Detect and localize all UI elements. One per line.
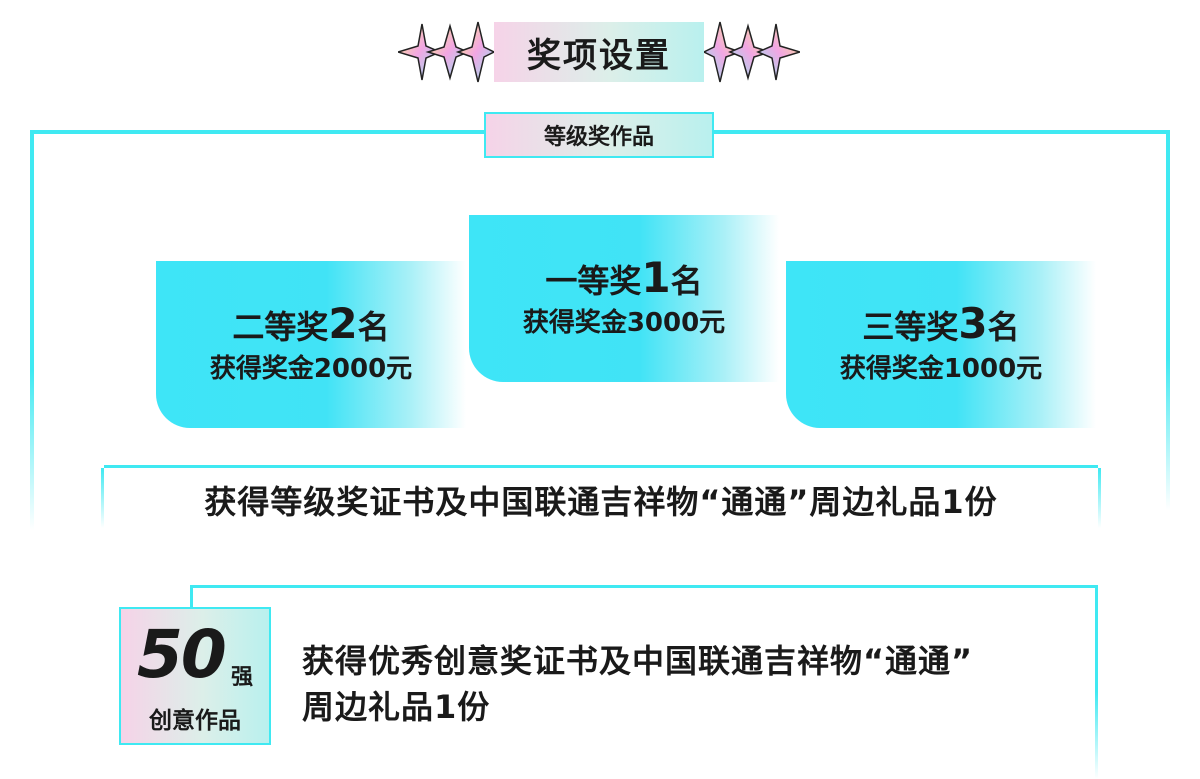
section-label-grade-awards: 等级奖作品: [484, 112, 714, 158]
frame-left-line: [30, 130, 34, 530]
prize-second-title: 二等奖2名: [232, 299, 390, 348]
frame-right-line: [1166, 130, 1170, 510]
creative-frame-top-line: [190, 585, 1098, 588]
page-title: 奖项设置: [494, 22, 704, 82]
creative-text-line1: 获得优秀创意奖证书及中国联通吉祥物“通通”: [302, 642, 974, 680]
frame-top-right-line: [714, 130, 1170, 134]
creative-award-text: 获得优秀创意奖证书及中国联通吉祥物“通通” 周边礼品1份: [302, 638, 1082, 730]
frame-top-left-line: [30, 130, 484, 134]
creative-text-line2: 周边礼品1份: [302, 688, 491, 726]
prize-card-second: 二等奖2名 获得奖金2000元: [156, 261, 466, 428]
prize-third-title: 三等奖3名: [862, 299, 1020, 348]
badge-number: 50: [137, 616, 227, 693]
top-50-badge: 50 强 创意作品: [119, 607, 271, 745]
sparkle-stars-right-icon: [704, 21, 800, 83]
badge-suffix: 强: [231, 665, 254, 690]
prize-card-third: 三等奖3名 获得奖金1000元: [786, 261, 1096, 428]
creative-frame-right-line: [1095, 585, 1098, 779]
badge-caption: 创意作品: [149, 708, 241, 734]
sparkle-stars-left-icon: [398, 21, 494, 83]
creative-frame-left-line: [190, 585, 193, 615]
benefit-text: 获得等级奖证书及中国联通吉祥物“通通”周边礼品1份: [204, 483, 998, 521]
prize-first-title: 一等奖1名: [545, 253, 703, 302]
benefit-band: [101, 465, 1101, 535]
prize-card-first: 一等奖1名 获得奖金3000元: [469, 215, 779, 382]
prize-first-award: 获得奖金3000元: [522, 308, 726, 338]
prize-third-award: 获得奖金1000元: [839, 354, 1043, 384]
prize-second-award: 获得奖金2000元: [209, 354, 413, 384]
